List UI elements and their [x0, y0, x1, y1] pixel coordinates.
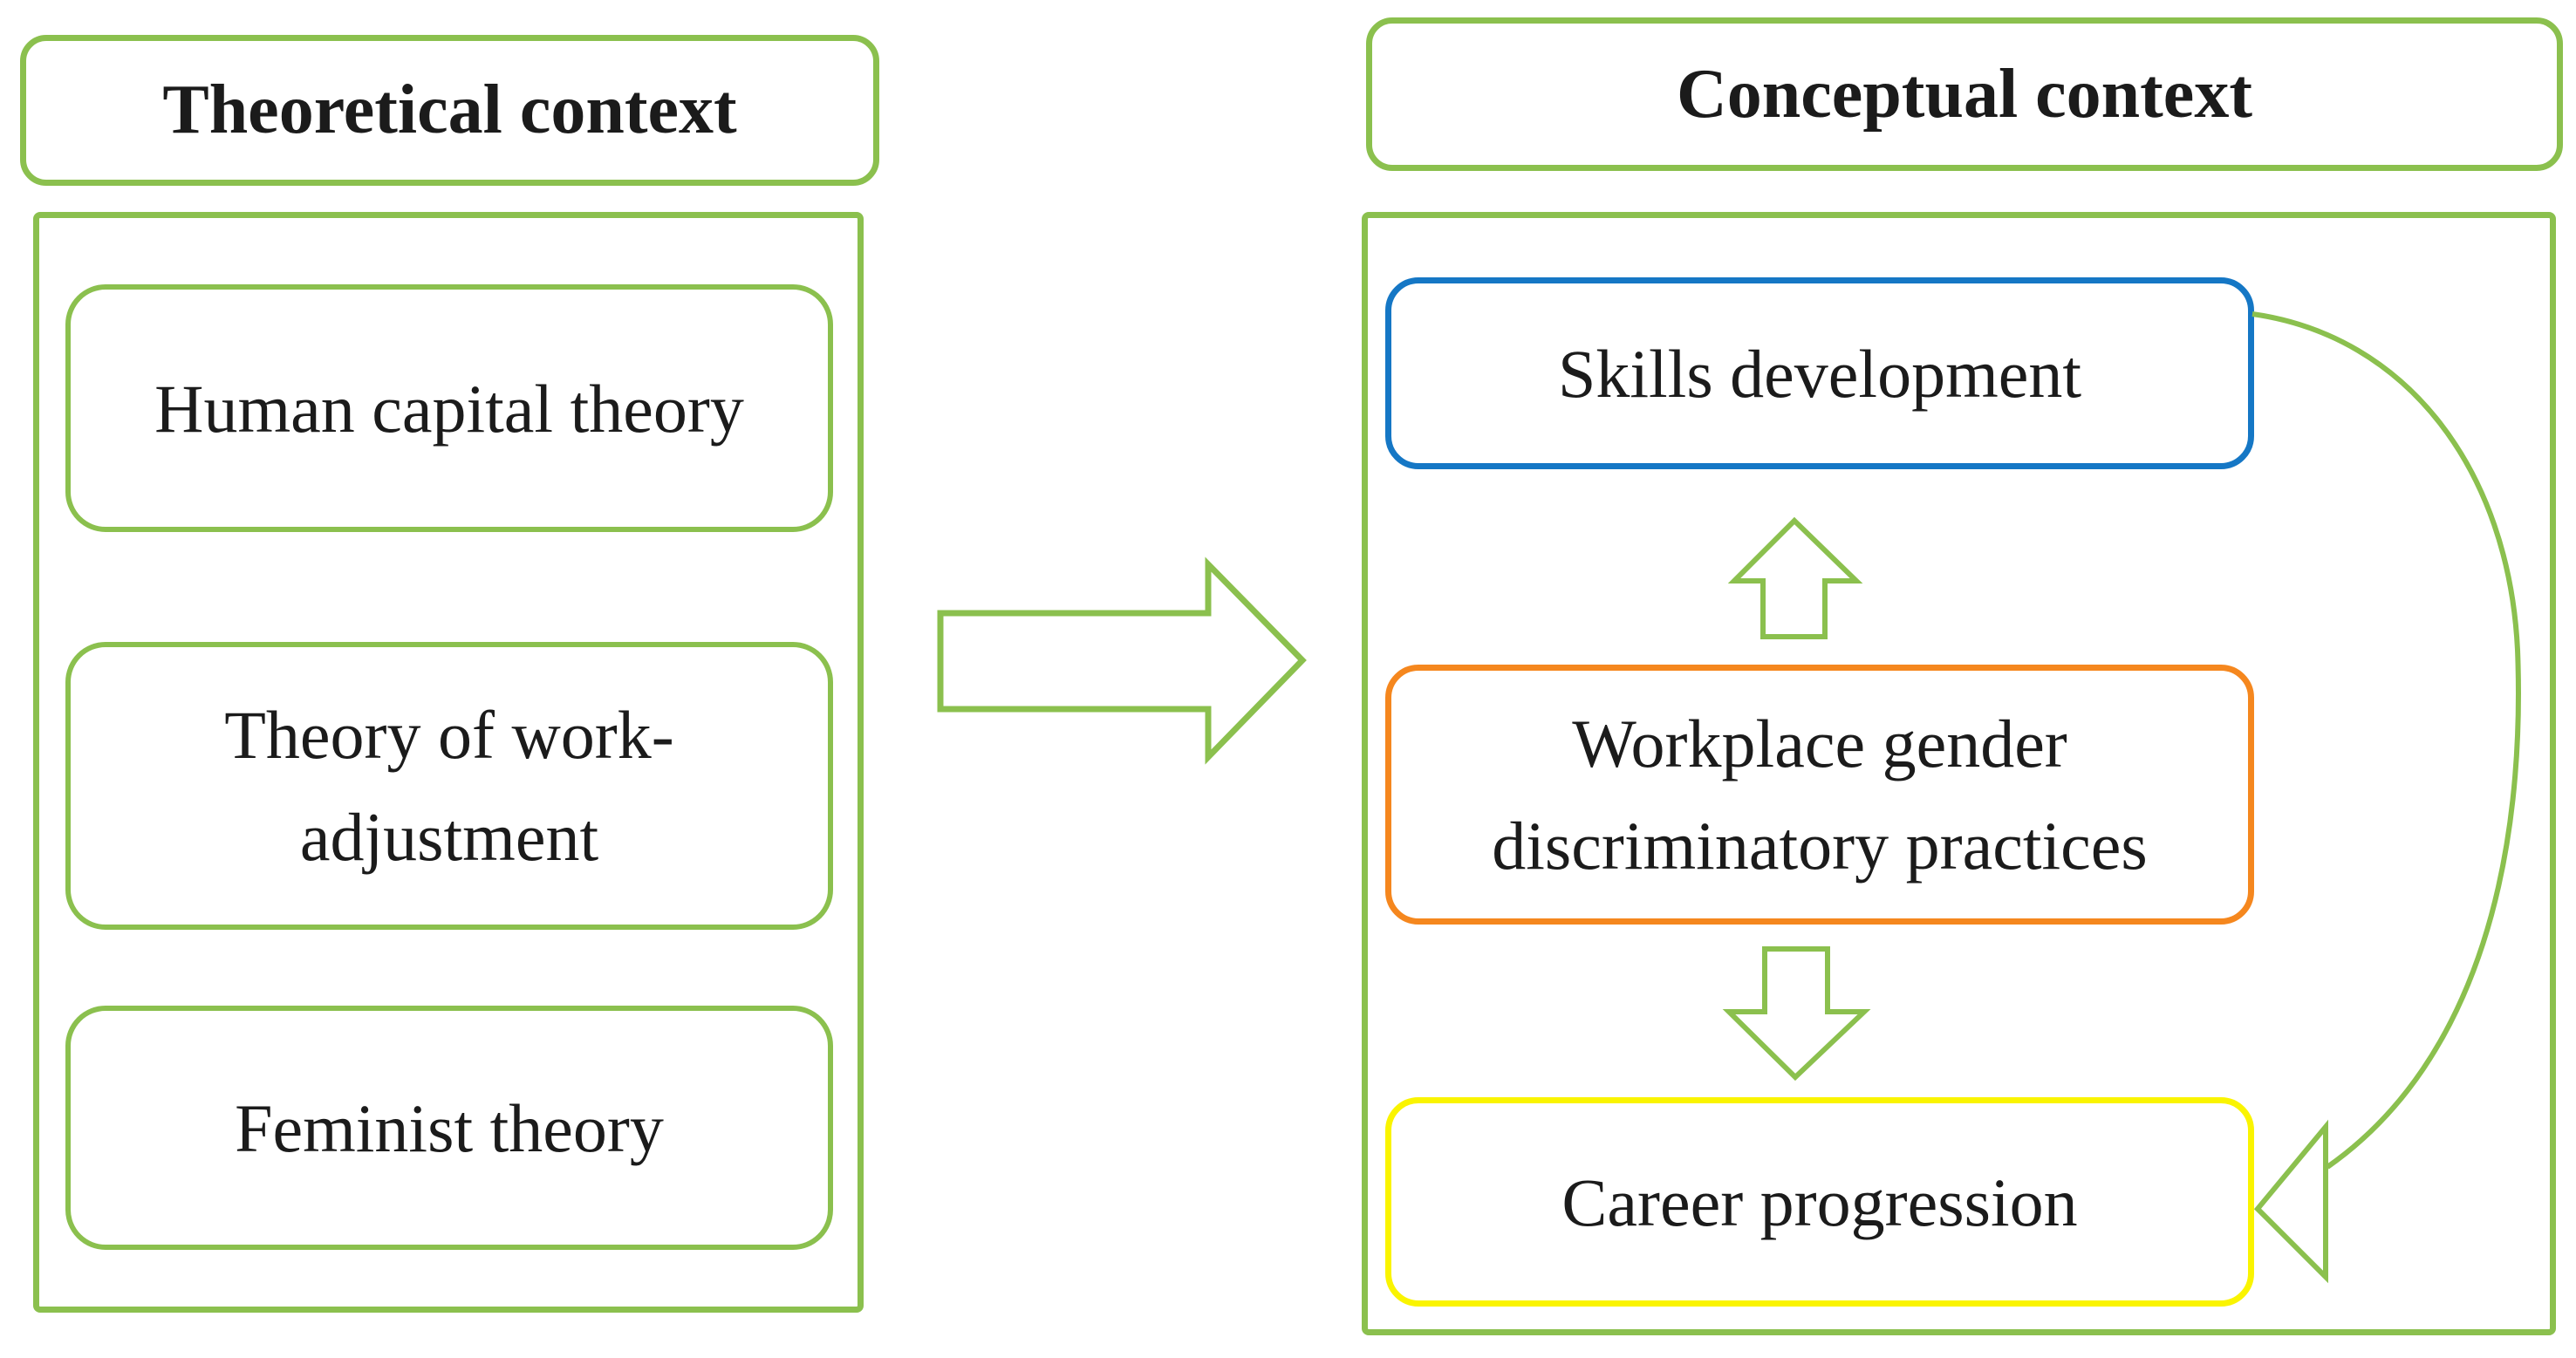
feminist-theory-box: Feminist theory	[65, 1006, 833, 1250]
theoretical-context-header: Theoretical context	[20, 35, 879, 186]
conceptual-context-title: Conceptual context	[1677, 55, 2252, 133]
skills-development-label: Skills development	[1557, 335, 2082, 412]
career-progression-box: Career progression	[1385, 1097, 2254, 1307]
right-block-arrow-icon	[937, 556, 1307, 765]
skills-development-box: Skills development	[1385, 277, 2254, 469]
conceptual-context-header: Conceptual context	[1366, 17, 2563, 171]
theoretical-context-title: Theoretical context	[162, 72, 737, 148]
career-progression-label: Career progression	[1561, 1164, 2078, 1240]
workplace-gender-label-line2: discriminatory practices	[1492, 808, 2148, 884]
theory-of-work-adjustment-label-line1: Theory of work-	[224, 697, 674, 773]
feminist-theory-label: Feminist theory	[235, 1089, 664, 1166]
human-capital-theory-label: Human capital theory	[154, 370, 744, 447]
workplace-gender-label-line1: Workplace gender	[1572, 706, 2067, 781]
human-capital-theory-box: Human capital theory	[65, 284, 833, 532]
theory-of-work-adjustment-label-line2: adjustment	[299, 799, 599, 875]
workplace-gender-discriminatory-practices-box: Workplace gender discriminatory practice…	[1385, 665, 2254, 925]
theory-of-work-adjustment-box: Theory of work- adjustment	[65, 642, 833, 930]
